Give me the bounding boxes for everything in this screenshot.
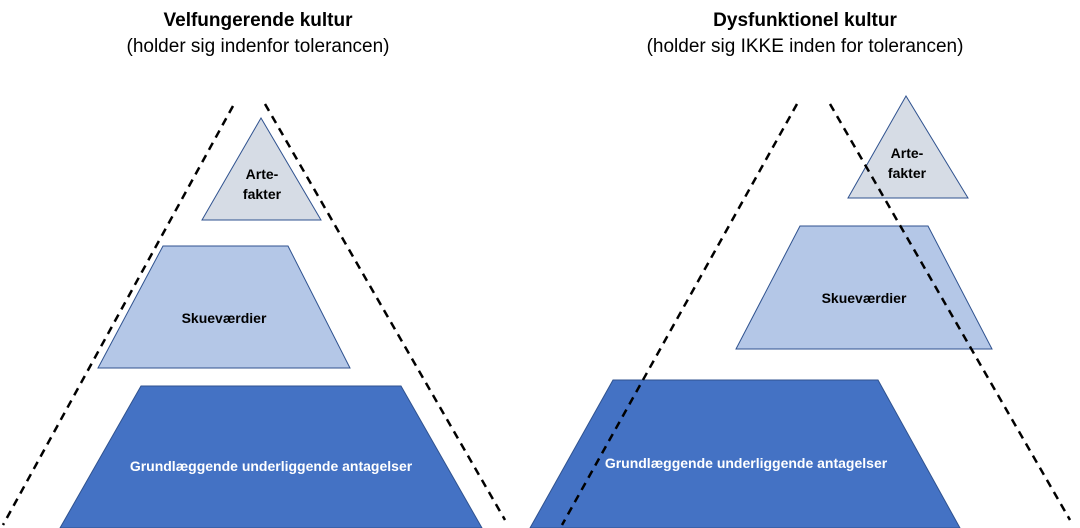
left-panel: Velfungerende kultur (holder sig indenfo… [0, 8, 528, 60]
right-artifacts-label: Arte- fakter [888, 143, 926, 183]
right-basic-assumptions-label: Grundlæggende underliggende antagelser [604, 455, 888, 471]
left-espoused-values-label: Skueværdier [181, 310, 267, 326]
right-espoused-values-label: Skueværdier [821, 290, 907, 306]
right-artifacts-triangle [847, 95, 969, 199]
left-artifacts-label-line2: fakter [242, 186, 282, 202]
left-artifacts-label-line1: Arte- [245, 166, 279, 182]
left-subtitle: (holder sig indenfor tolerancen) [126, 36, 390, 57]
left-heading: Velfungerende kultur (holder sig indenfo… [0, 8, 528, 60]
right-subtitle: (holder sig IKKE inden for tolerancen) [646, 36, 964, 57]
right-artifacts-label-line2: fakter [887, 165, 927, 181]
left-title: Velfungerende kultur [163, 10, 353, 31]
left-basic-assumptions-label: Grundlæggende underliggende antagelser [129, 458, 413, 474]
left-artifacts-triangle [201, 117, 322, 221]
right-basic-assumptions-trapezoid [529, 379, 961, 528]
right-title: Dysfunktionel kultur [713, 10, 897, 31]
left-tolerance-line-right [263, 103, 507, 521]
left-artifacts-label: Arte- fakter [243, 164, 281, 204]
right-panel: Dysfunktionel kultur (holder sig IKKE in… [540, 0, 1080, 528]
left-tolerance-line-left [1, 105, 235, 526]
right-tolerance-line-left [560, 103, 799, 526]
right-tolerance-line-right [828, 103, 1072, 521]
left-basic-assumptions-trapezoid [59, 385, 483, 528]
left-espoused-values-trapezoid [97, 245, 351, 369]
right-artifacts-label-line1: Arte- [890, 145, 924, 161]
right-espoused-values-trapezoid [735, 225, 993, 350]
right-heading: Dysfunktionel kultur (holder sig IKKE in… [535, 8, 1075, 60]
